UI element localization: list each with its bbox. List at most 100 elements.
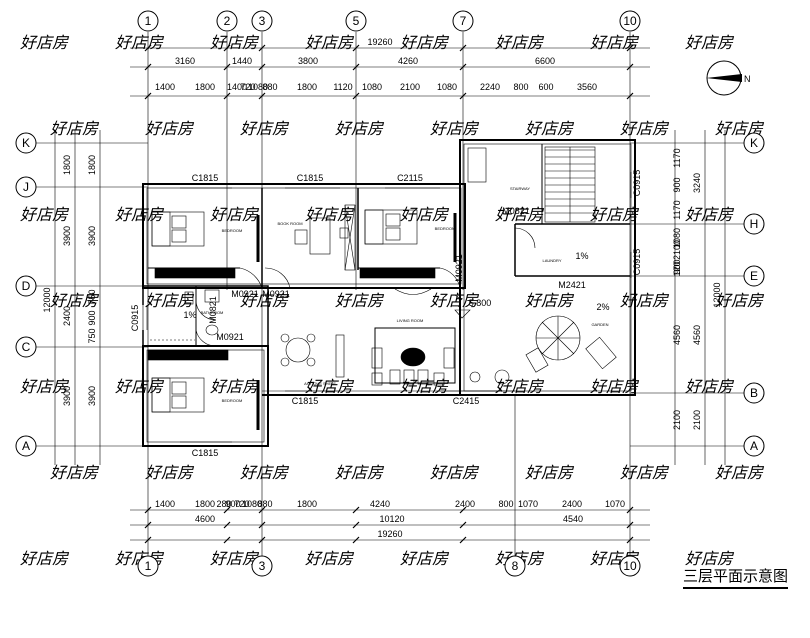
dim-right-total: 12000 bbox=[712, 282, 722, 307]
axis-label: 5 bbox=[353, 14, 360, 28]
dim-right-inner: 1170 bbox=[672, 200, 682, 219]
dim-bottom-row1: 10120 bbox=[379, 514, 404, 524]
dim-top-row2: 1400 bbox=[155, 82, 175, 92]
room-label-bedroom: BEDROOM bbox=[222, 228, 243, 233]
dim-right-inner: 120 bbox=[672, 261, 682, 276]
watermark-text: 好店房 bbox=[115, 378, 165, 396]
axis-label: E bbox=[750, 269, 758, 283]
watermark-text: 好店房 bbox=[525, 292, 575, 310]
dim-right-inner: 2100 bbox=[672, 410, 682, 430]
opening-label: C0915 bbox=[130, 305, 140, 332]
watermark-text: 好店房 bbox=[620, 120, 670, 138]
watermark-text: 好店房 bbox=[715, 464, 765, 482]
watermark-text: 好店房 bbox=[590, 378, 640, 396]
opening-label: M0921 bbox=[262, 289, 290, 299]
dim-top-row2: 1400 bbox=[227, 82, 247, 92]
room-label-antique: ANTIQUE SHELF bbox=[304, 381, 336, 386]
watermark-text: 好店房 bbox=[20, 550, 70, 568]
opening-label: M0921 bbox=[454, 254, 464, 282]
watermark-text: 好店房 bbox=[20, 34, 70, 52]
dim-left-outer: 3900 bbox=[62, 226, 72, 246]
axis-label: 3 bbox=[259, 559, 266, 573]
dim-right-inner: 900 bbox=[672, 259, 682, 274]
axis-label: B bbox=[750, 386, 758, 400]
watermark-text: 好店房 bbox=[400, 378, 450, 396]
dim-top-row2: 800 bbox=[513, 82, 528, 92]
axis-label: J bbox=[23, 180, 29, 194]
dim-right-inner: 1080 bbox=[672, 228, 682, 248]
axis-lines bbox=[35, 32, 745, 560]
bed-bottom-left bbox=[147, 349, 229, 413]
slope-label: 1% bbox=[183, 310, 196, 320]
opening-label: M0821 bbox=[208, 296, 218, 324]
umbrella-table-icon bbox=[525, 315, 617, 373]
watermark-text: 好店房 bbox=[590, 34, 640, 52]
opening-label: M0821 bbox=[502, 206, 530, 216]
dim-top-row2: 2240 bbox=[480, 82, 500, 92]
watermark-text: 好店房 bbox=[430, 120, 480, 138]
watermark-text: 好店房 bbox=[495, 34, 545, 52]
watermark-text: 好店房 bbox=[620, 464, 670, 482]
axis-label: A bbox=[22, 439, 30, 453]
axis-label: H bbox=[750, 217, 759, 231]
watermark-text: 好店房 bbox=[620, 292, 670, 310]
watermark-text: 好店房 bbox=[50, 120, 100, 138]
dim-top-row2: 2100 bbox=[400, 82, 420, 92]
watermark-text: 好店房 bbox=[430, 292, 480, 310]
watermark-text: 好店房 bbox=[305, 378, 355, 396]
opening-label: C1815 bbox=[292, 396, 319, 406]
watermark-text: 好店房 bbox=[210, 378, 260, 396]
dim-bottom-row2: 2400 bbox=[455, 499, 475, 509]
watermark-text: 好店房 bbox=[240, 292, 290, 310]
watermark-text: 好店房 bbox=[115, 206, 165, 224]
dim-top-row1: 3800 bbox=[298, 56, 318, 66]
dim-right-inner: 1170 bbox=[672, 148, 682, 167]
doors bbox=[195, 227, 536, 347]
watermark-text: 好店房 bbox=[20, 206, 70, 224]
watermark-text: 好店房 bbox=[240, 120, 290, 138]
axis-label: 10 bbox=[623, 14, 637, 28]
axis-bubble-right: K bbox=[743, 132, 765, 154]
dim-bottom-row2: 1080 bbox=[242, 499, 262, 509]
axis-bubble-left: A bbox=[15, 435, 37, 457]
watermark-text: 好店房 bbox=[685, 206, 735, 224]
axis-bubble-left: C bbox=[15, 336, 37, 358]
dim-left-outer: 3900 bbox=[62, 386, 72, 406]
axis-bubble-bottom: 10 bbox=[619, 555, 641, 577]
axis-label: 3 bbox=[259, 14, 266, 28]
elevation-label: 5.800 bbox=[469, 298, 492, 308]
axis-bubble-left: K bbox=[15, 132, 37, 154]
watermark-text: 好店房 bbox=[495, 206, 545, 224]
dim-bottom-row2: 1070 bbox=[605, 499, 625, 509]
axis-bubble-top: 5 bbox=[345, 10, 367, 32]
axis-bubble-left: J bbox=[15, 176, 37, 198]
plan-title: 三层平面示意图 bbox=[683, 565, 789, 589]
watermark-text: 好店房 bbox=[430, 464, 480, 482]
watermark-text: 好店房 bbox=[115, 34, 165, 52]
opening-label: C2415 bbox=[453, 396, 480, 406]
dim-bottom-row2: 900 bbox=[225, 499, 240, 509]
dim-top-row2: 1080 bbox=[248, 82, 268, 92]
dim-right-inner: 900 bbox=[672, 177, 682, 192]
watermark-text: 好店房 bbox=[400, 206, 450, 224]
dim-right-outer: 3240 bbox=[692, 173, 702, 193]
watermark-text: 好店房 bbox=[495, 378, 545, 396]
stair-chair bbox=[467, 147, 487, 183]
watermark-text: 好店房 bbox=[525, 464, 575, 482]
dim-top-row2: 720 bbox=[240, 82, 255, 92]
dim-right-outer: 2100 bbox=[692, 410, 702, 430]
watermark-layer: 好店房好店房好店房好店房好店房好店房好店房好店房好店房好店房好店房好店房好店房好… bbox=[20, 34, 765, 568]
axis-label: C bbox=[22, 340, 31, 354]
bathroom-fixtures bbox=[150, 289, 220, 341]
elevation-mark bbox=[454, 309, 471, 319]
dim-bottom-row2: 2400 bbox=[562, 499, 582, 509]
dim-bottom-row2: 280 bbox=[216, 499, 231, 509]
watermark-text: 好店房 bbox=[305, 34, 355, 52]
stair-icon bbox=[544, 146, 596, 223]
dim-top-row1: 3160 bbox=[175, 56, 195, 66]
dim-bottom-row2: 4240 bbox=[370, 499, 390, 509]
dim-left-inner: 3900 bbox=[87, 386, 97, 406]
dim-left-inner: 750 bbox=[87, 328, 97, 343]
room-label-bedroom: BEDROOM bbox=[435, 226, 456, 231]
